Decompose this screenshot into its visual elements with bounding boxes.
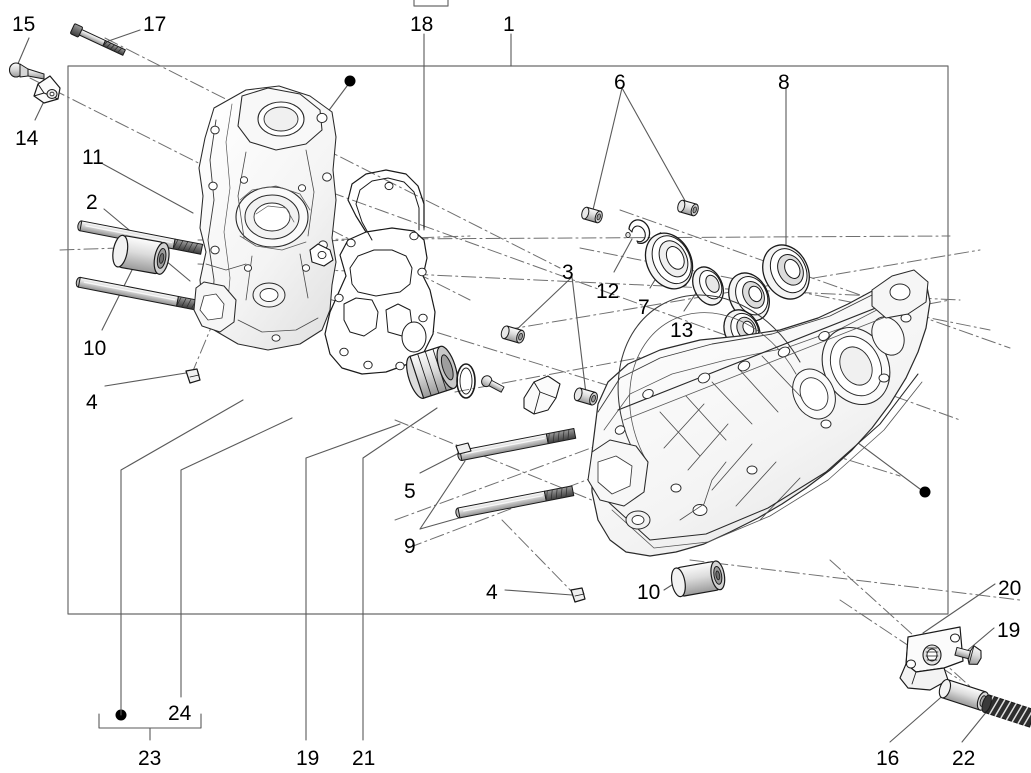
- callout-19-bottom: 19: [296, 747, 320, 770]
- part-4-dowel-left: [185, 368, 201, 384]
- callout-23: 23: [138, 747, 162, 770]
- part-5-dowel-pin-small: [455, 442, 472, 455]
- callout-4-left: 4: [86, 391, 98, 414]
- part-19-hex-flange-screw: [954, 645, 982, 665]
- callout-10-left: 10: [83, 337, 107, 360]
- left-crankcase-half: [193, 85, 337, 351]
- callout-2: 2: [86, 191, 98, 214]
- callout-20: 20: [998, 577, 1022, 600]
- part-10-silent-block-bottom: [670, 560, 726, 598]
- part-3-dowel-bushes: [500, 325, 598, 406]
- callout-12: 12: [596, 280, 620, 303]
- callout-1: 1: [503, 13, 515, 36]
- callout-21: 21: [352, 747, 376, 770]
- bottom-bracket-leaders: [98, 399, 438, 741]
- part-13-oil-seal: [692, 266, 724, 306]
- part-4-dowel-bottom: [570, 587, 586, 603]
- oil-deflector-plate: [523, 375, 561, 415]
- dot-right-case: [919, 486, 931, 498]
- top-partial-box: [413, 0, 449, 7]
- callout-24: 24: [168, 702, 192, 725]
- callout-11: 11: [82, 146, 104, 169]
- callout-7: 7: [638, 296, 650, 319]
- part-6-dowel-bushes-upper: [581, 199, 699, 224]
- callout-8: 8: [778, 71, 790, 94]
- callout-16: 16: [876, 747, 900, 770]
- part-14-clamp-bracket: [33, 75, 61, 104]
- water-pump-oring: [456, 363, 476, 399]
- small-pump-screw: [481, 375, 505, 393]
- part-20-mounting-bracket: [899, 626, 964, 691]
- callout-22: 22: [952, 747, 976, 770]
- part-22-threaded-stud: [981, 694, 1031, 728]
- diagram-frame: [67, 65, 949, 615]
- dot-left-case: [344, 75, 356, 87]
- callout-14: 14: [15, 127, 39, 150]
- callout-10-bottom: 10: [637, 581, 661, 604]
- part-10-silent-block-left: [112, 234, 170, 275]
- callout-4-bottom: 4: [486, 581, 498, 604]
- part-21-water-pump-housing: [406, 345, 476, 399]
- part-18-crankcase-gasket: [309, 169, 436, 375]
- callout-19-right: 19: [997, 619, 1021, 642]
- callout-18: 18: [410, 13, 434, 36]
- part-9-stud-bolts: [455, 427, 577, 519]
- callout-5: 5: [404, 480, 416, 503]
- callout-6: 6: [614, 71, 626, 94]
- part-17-long-stud-screw: [70, 23, 126, 56]
- part-7-ball-bearing-large: [644, 232, 694, 290]
- callout-3: 3: [562, 261, 574, 284]
- callout-9: 9: [404, 535, 416, 558]
- part-12-circlip: [625, 219, 651, 245]
- callout-13: 13: [670, 319, 694, 342]
- callout-17: 17: [143, 13, 167, 36]
- right-crankcase-half: [587, 269, 931, 557]
- part-2-stud-bolt-long: [75, 276, 209, 313]
- part-15-flanged-screw: [8, 62, 45, 80]
- callout-15: 15: [12, 13, 36, 36]
